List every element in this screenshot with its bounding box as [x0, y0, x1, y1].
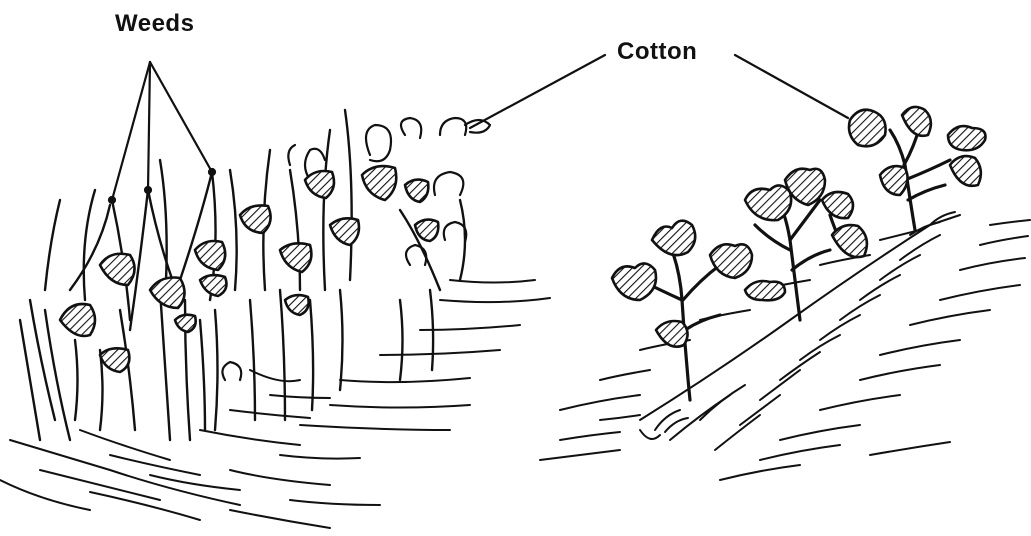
- left-row-leaves: [60, 166, 438, 372]
- cotton-pointer-lines: [470, 55, 848, 128]
- right-furrow-lines: [540, 215, 1030, 480]
- weed-stems: [20, 110, 465, 440]
